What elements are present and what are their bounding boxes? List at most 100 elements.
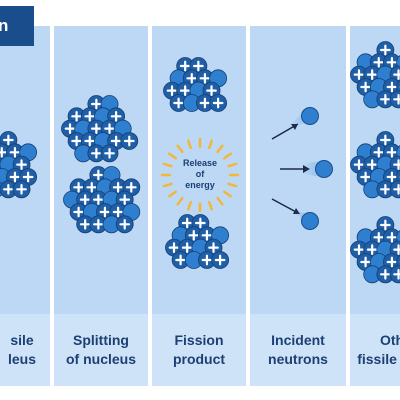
nucleus-product-top (163, 57, 228, 112)
neutron (396, 145, 400, 160)
plus-icon (366, 244, 378, 255)
energy-ray (168, 152, 177, 160)
title-bar: n (0, 6, 34, 46)
plus-icon (2, 134, 14, 146)
energy-ray (227, 162, 238, 168)
neutron-lower (271, 198, 319, 230)
plus-icon (353, 244, 365, 255)
energy-burst: Release of energy (160, 137, 240, 213)
nucleus-other-top (350, 41, 400, 109)
panel-product-label: Fission product (152, 326, 246, 374)
plus-icon (188, 229, 200, 241)
plus-icon (380, 93, 391, 105)
plus-icon (179, 85, 191, 96)
plus-icon (353, 69, 365, 80)
plus-icon (212, 97, 224, 109)
plus-icon (373, 56, 385, 68)
plus-icon (9, 146, 21, 158)
plus-icon (99, 206, 111, 218)
plus-icon (201, 254, 213, 266)
panel-fissile-label-line2: leus (7, 351, 36, 367)
plus-icon (110, 110, 122, 122)
plus-icon (125, 181, 137, 193)
plus-icon (179, 60, 191, 72)
plus-icon (71, 135, 82, 147)
plus-icon (91, 123, 102, 134)
energy-ray (223, 152, 232, 160)
plus-icon (84, 135, 96, 147)
nuclei-group (0, 41, 400, 284)
energy-label-line3: energy (185, 180, 215, 190)
plus-icon (353, 159, 365, 170)
energy-rays (160, 137, 240, 213)
arrow-head-upper (291, 124, 298, 130)
plus-icon (104, 147, 115, 159)
page-title: n (0, 16, 9, 35)
plus-icon (123, 135, 135, 147)
energy-ray (176, 144, 184, 154)
plus-icon (366, 159, 378, 170)
plus-icon (386, 256, 398, 268)
panel-splitting-label-line2: of nucleus (65, 351, 136, 367)
plus-icon (9, 171, 21, 183)
plus-icon (168, 242, 180, 253)
neutron-ball-lower (301, 212, 319, 230)
plus-icon (373, 146, 385, 158)
plus-icon (175, 254, 186, 266)
plus-icon (119, 218, 131, 230)
neutron (396, 55, 400, 70)
energy-ray (176, 196, 184, 206)
plus-icon (366, 69, 378, 80)
plus-icon (2, 183, 14, 195)
plus-icon (380, 183, 391, 195)
proton (396, 169, 400, 185)
plus-icon (181, 242, 193, 253)
plus-icon (386, 231, 398, 243)
plus-icon (393, 183, 400, 195)
plus-icon (181, 217, 193, 229)
plus-icon (119, 194, 131, 205)
plus-icon (380, 268, 391, 280)
plus-icon (110, 135, 122, 147)
plus-icon (79, 194, 91, 205)
plus-icon (360, 171, 371, 183)
panel-other-label-line1: Oth (380, 332, 400, 348)
panel-neutrons-label-line1: Incident (271, 332, 325, 348)
neutron-ball-upper (301, 107, 319, 125)
energy-ray (187, 200, 192, 211)
plus-icon (195, 217, 206, 229)
energy-ray (208, 200, 213, 211)
nucleus-other-middle (350, 131, 400, 199)
plus-icon (393, 244, 400, 255)
plus-icon (64, 123, 76, 134)
plus-icon (91, 98, 102, 110)
panel-splitting-label-line1: Splitting (72, 332, 129, 348)
plus-icon (393, 93, 400, 105)
plus-icon (173, 97, 184, 109)
plus-icon (84, 110, 96, 122)
plus-icon (79, 218, 91, 230)
plus-icon (71, 110, 82, 122)
energy-ray (227, 182, 238, 188)
panel-other-label-line2: fissile (357, 351, 397, 367)
plus-icon (104, 123, 115, 134)
neutron-middle (280, 160, 333, 178)
panel-product-label-line1: Fission (174, 332, 224, 348)
plus-icon (73, 206, 84, 218)
plus-icon (386, 171, 398, 183)
plus-icon (166, 85, 178, 96)
plus-icon (360, 81, 371, 93)
neutron (396, 230, 400, 245)
plus-icon (386, 56, 398, 68)
plus-icon (380, 219, 391, 231)
plus-icon (206, 85, 217, 96)
panel-fissile-label-line1: sile (10, 332, 34, 348)
panel-product-label-line2: product (172, 351, 226, 367)
plus-icon (360, 256, 371, 268)
plus-icon (112, 206, 124, 218)
energy-label-line1: Release (183, 158, 217, 168)
plus-icon (93, 218, 104, 230)
plus-icon (373, 231, 385, 243)
